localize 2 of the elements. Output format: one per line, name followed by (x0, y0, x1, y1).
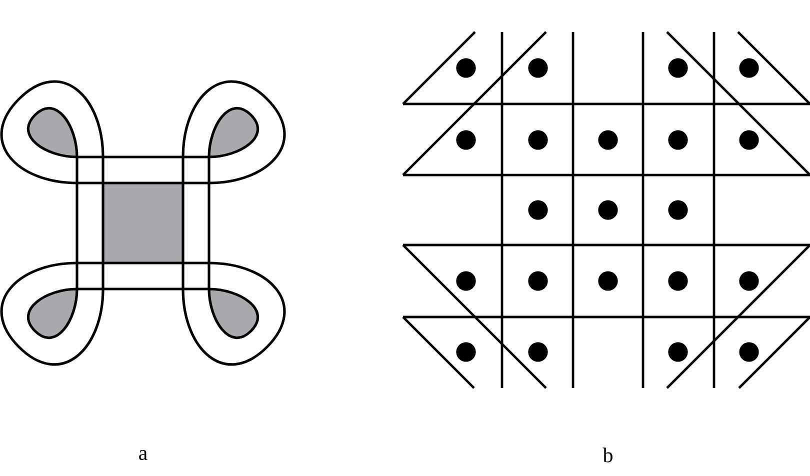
panel-label: b (602, 448, 612, 462)
panel-label: a (139, 450, 148, 460)
